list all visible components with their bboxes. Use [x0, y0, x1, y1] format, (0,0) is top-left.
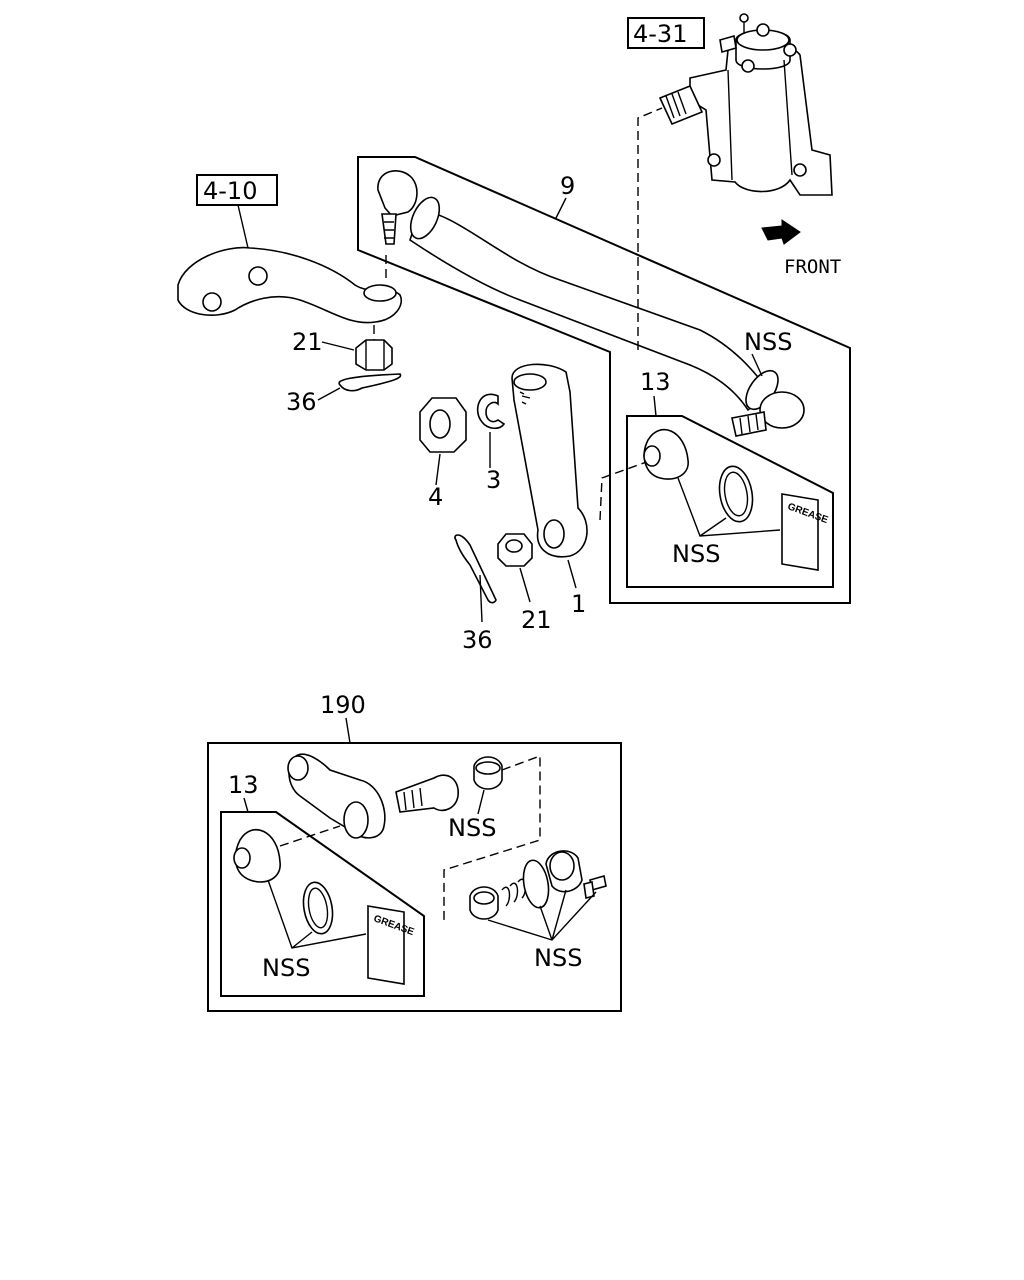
nut-21-top: [355, 339, 393, 371]
drag-link-assembly-outline: [357, 156, 851, 604]
boot-kit-13-lower-outline: [220, 811, 425, 997]
ball-stud-lower: [731, 391, 805, 437]
callout-nss-kit-b: NSS: [262, 954, 310, 982]
ref-box-4-31: [627, 17, 705, 49]
end-plug-kit: [545, 850, 583, 893]
callout-13-kit: 13: [228, 771, 259, 799]
ball-stud-upper: [377, 170, 418, 245]
callout-21-bottom: 21: [521, 606, 552, 634]
callout-nss-kit-c: NSS: [534, 944, 582, 972]
callout-36-top: 36: [286, 388, 317, 416]
grease-packet-lower: GREASE: [367, 905, 416, 985]
snap-ring-upper: [718, 465, 754, 523]
grease-fitting-kit: [583, 874, 607, 899]
dust-boot-upper: [643, 428, 689, 480]
boot-kit-13-upper-outline: [626, 415, 834, 588]
drag-link-tube: [409, 196, 779, 412]
seat-kit-top: [473, 756, 503, 790]
callout-3: 3: [486, 466, 501, 494]
ref-box-4-10: [196, 174, 278, 206]
cotter-pin-36-top: [338, 373, 402, 392]
pitman-arm: [177, 246, 402, 324]
ball-socket-end: [287, 753, 386, 839]
callout-1: 1: [571, 590, 586, 618]
seat-kit-bottom: [469, 886, 499, 920]
callout-21-top: 21: [292, 328, 323, 356]
nut-4: [419, 397, 467, 453]
ref-label-4-10: 4-10: [203, 177, 257, 205]
spring-kit: [501, 878, 527, 907]
callout-nss-upper-kit: NSS: [672, 540, 720, 568]
ball-stud-kit: [395, 774, 459, 813]
snap-ring-lower: [302, 881, 334, 935]
callout-36-bottom: 36: [462, 626, 493, 654]
idler-arm-1: [511, 363, 588, 558]
cotter-pin-36-bottom: [454, 534, 497, 604]
callout-4: 4: [428, 483, 443, 511]
steering-gear-box: [627, 13, 833, 196]
kit-190-outline: [207, 742, 622, 1012]
dust-boot-lower: [233, 829, 281, 883]
front-label: FRONT: [784, 256, 841, 278]
front-arrow-icon: [761, 219, 801, 245]
callout-9: 9: [560, 172, 575, 200]
nut-21-bottom: [497, 533, 533, 567]
callout-nss-kit-a: NSS: [448, 814, 496, 842]
callout-190: 190: [320, 691, 366, 719]
callout-13-top: 13: [640, 368, 671, 396]
ref-label-4-31: 4-31: [633, 20, 687, 48]
callout-nss-top: NSS: [744, 328, 792, 356]
grease-packet-upper: GREASE: [781, 493, 830, 571]
lock-washer-3: [476, 393, 506, 430]
